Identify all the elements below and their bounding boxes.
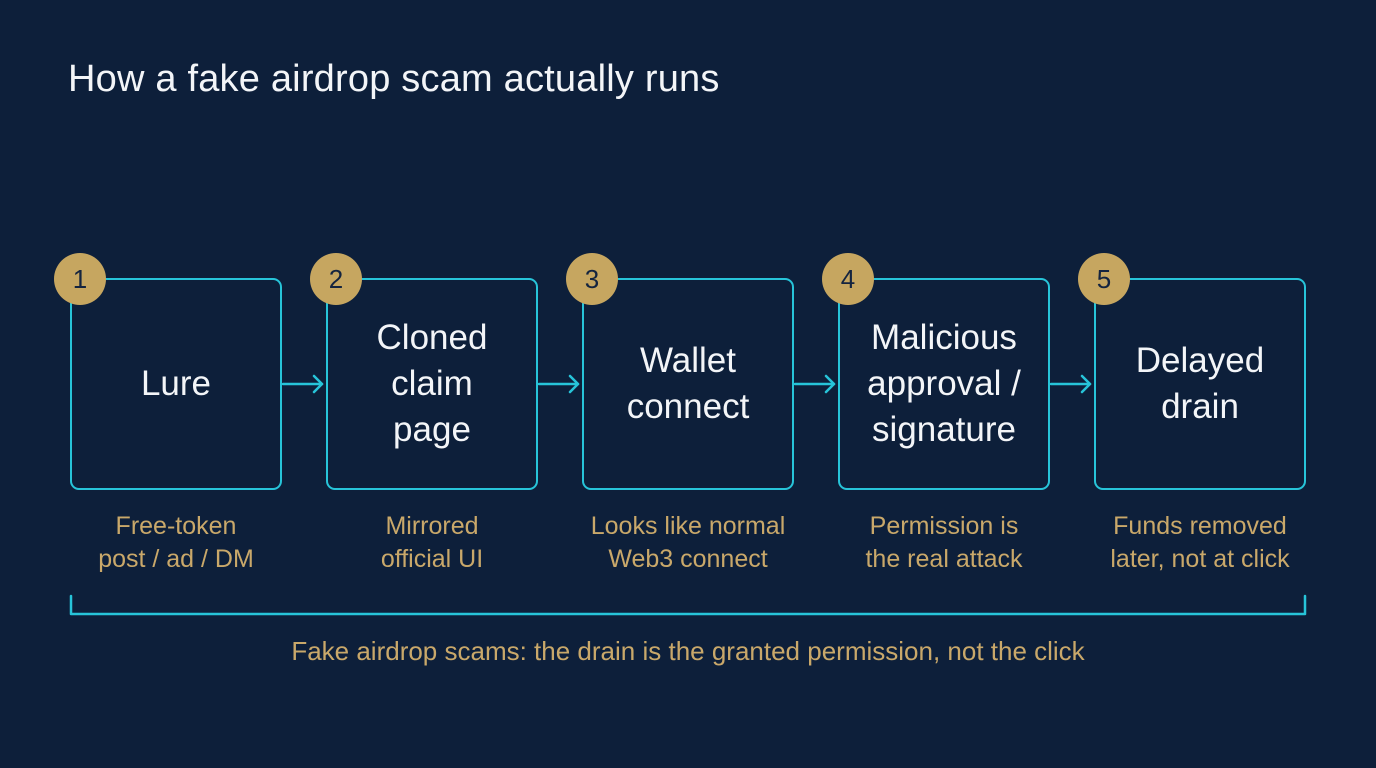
step-number-badge: 3: [566, 253, 618, 305]
step-box-wallet-connect: Wallet connect: [582, 278, 794, 490]
step-number-badge: 5: [1078, 253, 1130, 305]
summary-bracket: [69, 594, 1307, 616]
step-box-lure: Lure: [70, 278, 282, 490]
step-box-malicious-approval: Malicious approval / signature: [838, 278, 1050, 490]
step-label: Lure: [140, 364, 212, 403]
step-number-badge: 2: [310, 253, 362, 305]
arrow-right-icon: [281, 374, 324, 394]
step-label: Malicious approval / signature: [867, 318, 1021, 449]
step-label: Cloned claim page: [376, 318, 488, 449]
step-label: Wallet connect: [626, 341, 750, 426]
step-caption: Permission is the real attack: [865, 512, 1023, 573]
arrow-right-icon: [537, 374, 580, 394]
step-caption: Funds removed later, not at click: [1110, 512, 1290, 573]
step-number-badge: 4: [822, 253, 874, 305]
step-number-badge: 1: [54, 253, 106, 305]
step-caption: Free-token post / ad / DM: [98, 512, 254, 573]
step-label: Delayed drain: [1135, 341, 1265, 426]
arrow-right-icon: [1049, 374, 1092, 394]
step-box-cloned-claim-page: Cloned claim page: [326, 278, 538, 490]
arrow-right-icon: [793, 374, 836, 394]
step-box-delayed-drain: Delayed drain: [1094, 278, 1306, 490]
diagram-title: How a fake airdrop scam actually runs: [68, 58, 720, 100]
summary-caption: Fake airdrop scams: the drain is the gra…: [291, 636, 1085, 666]
step-caption: Mirrored official UI: [380, 512, 484, 573]
step-caption: Looks like normal Web3 connect: [590, 512, 786, 573]
